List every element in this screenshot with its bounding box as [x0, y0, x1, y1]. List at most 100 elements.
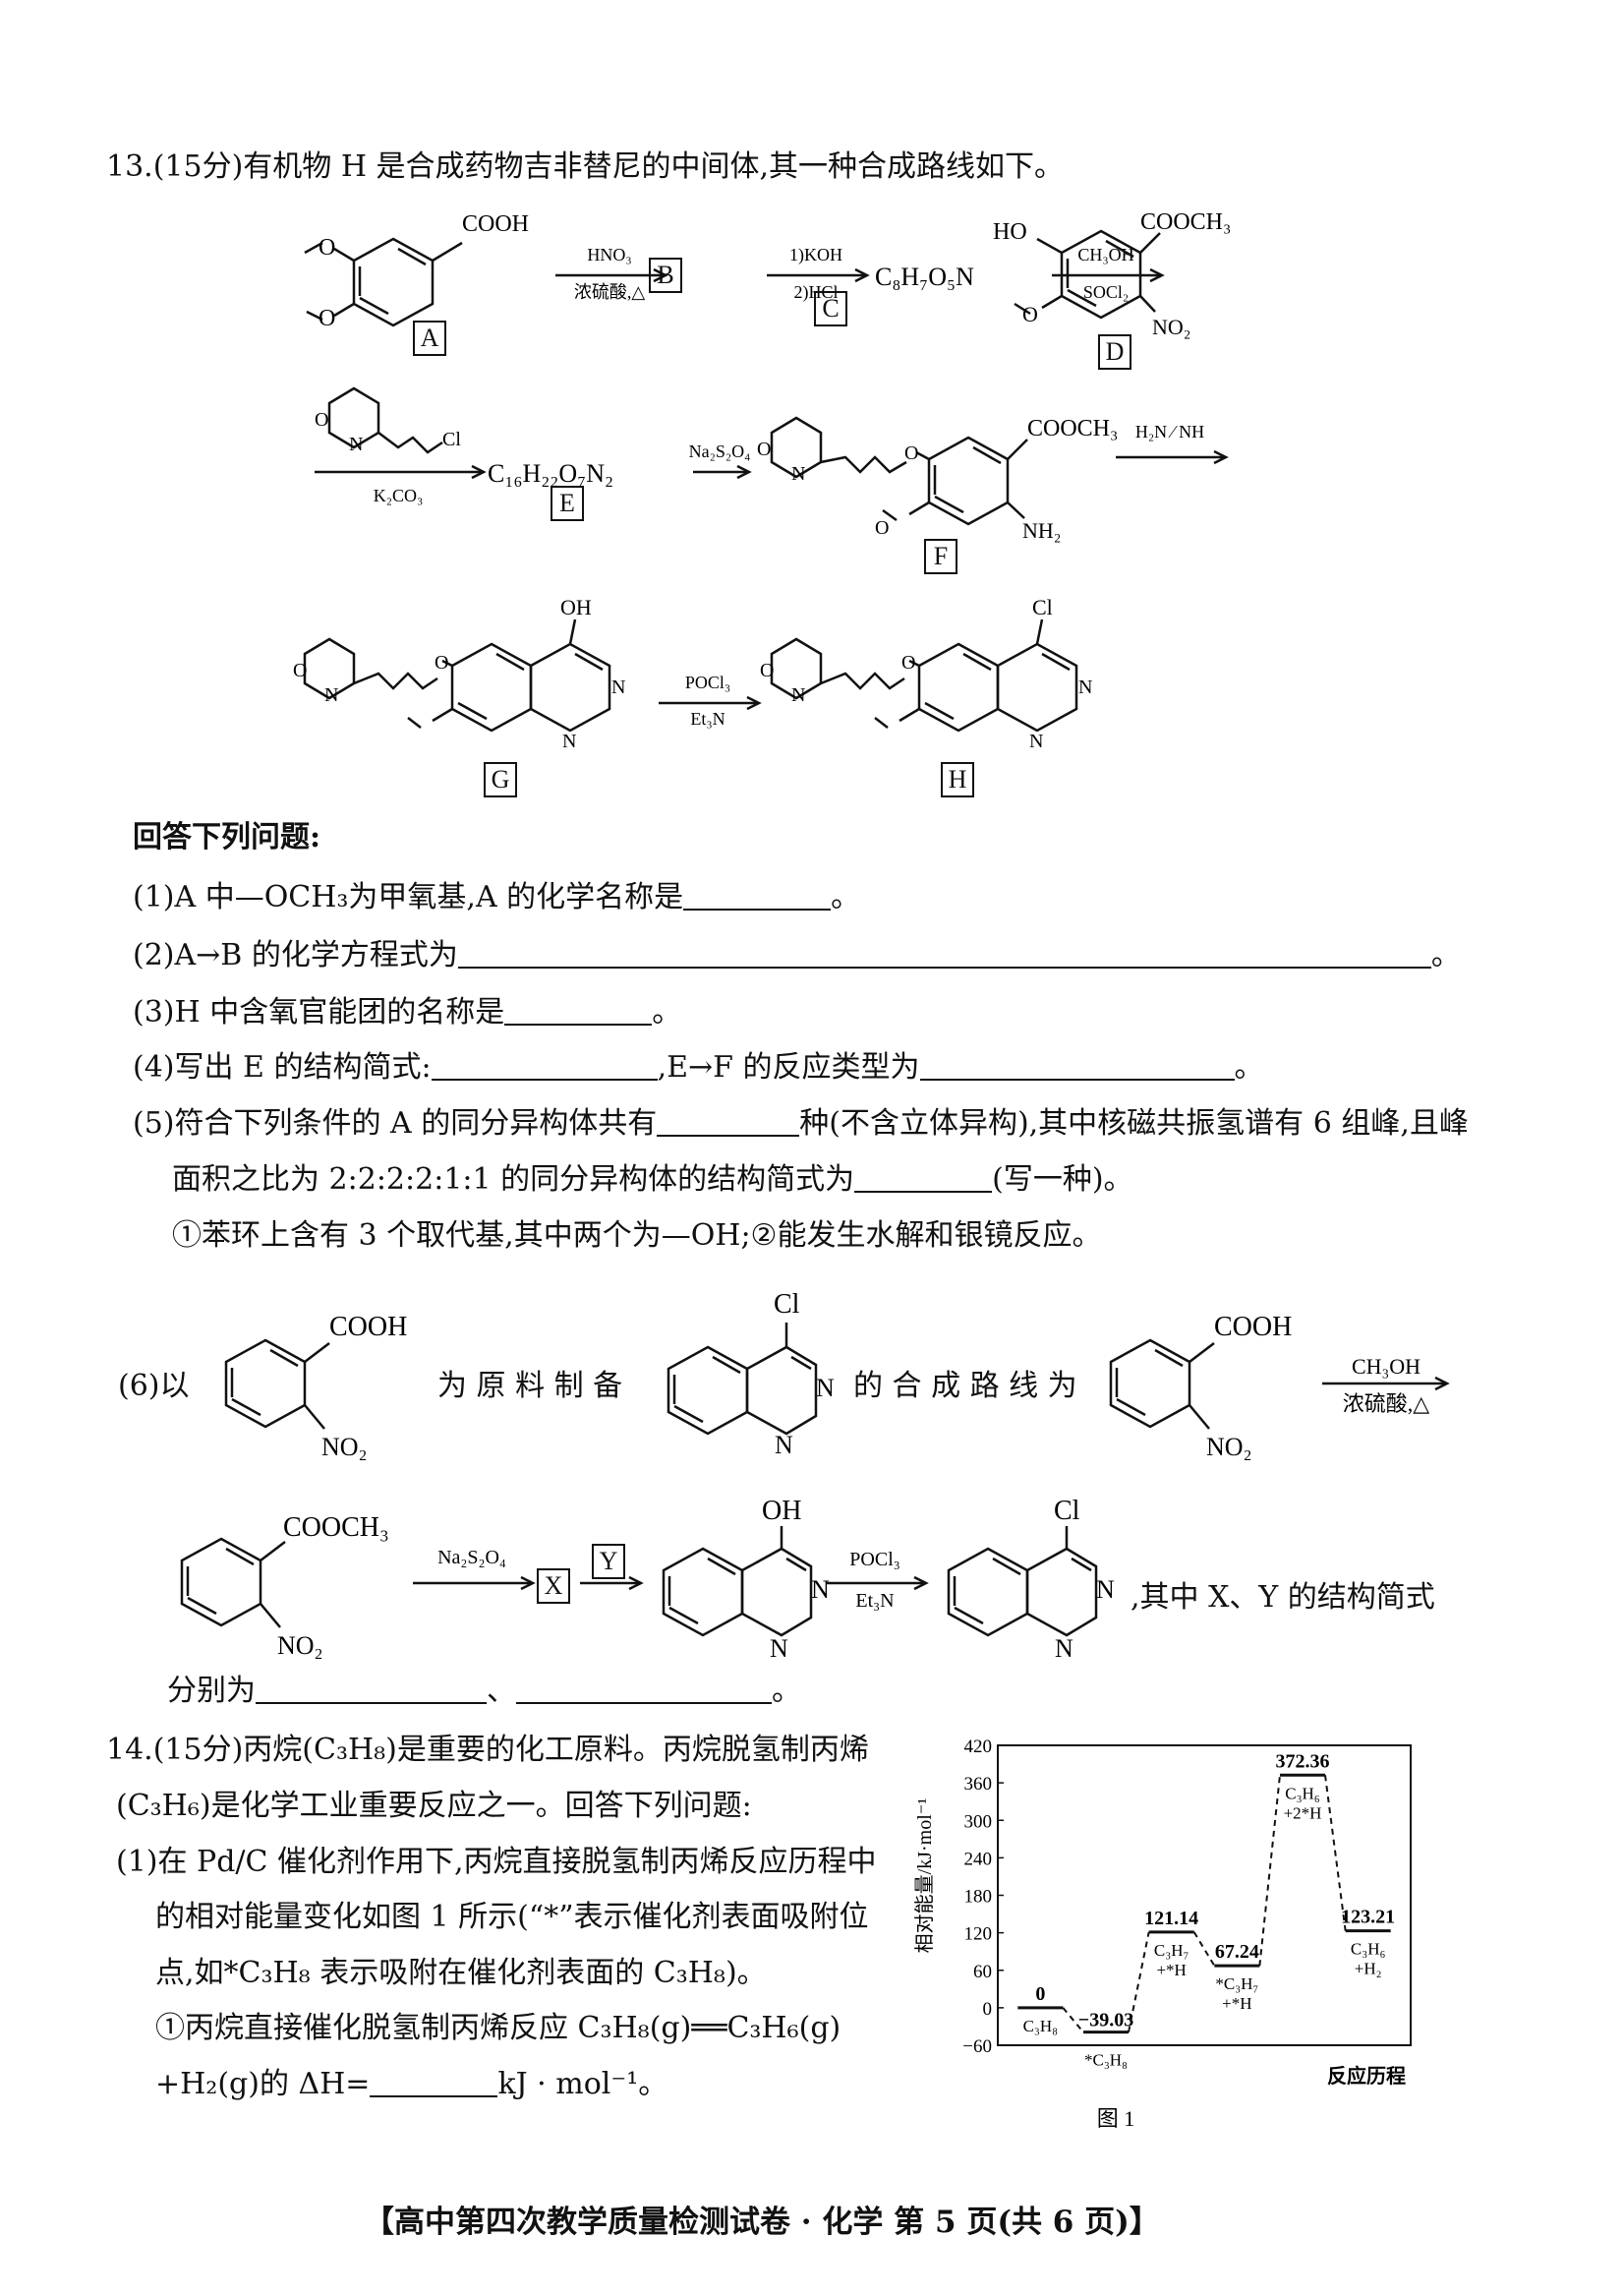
answer-blank[interactable] [854, 1161, 993, 1193]
q6e-text: 分别为 [167, 1674, 256, 1708]
atom-o: O [901, 652, 915, 674]
answer-blank-x[interactable] [256, 1673, 487, 1704]
atom-cl: Cl [774, 1289, 800, 1320]
period: 。 [772, 1674, 801, 1708]
q5d-text: (写一种)。 [992, 1162, 1133, 1197]
label-g: G [484, 762, 517, 797]
y-tick-label: 420 [964, 1737, 993, 1757]
species-label: +*H [1156, 1961, 1186, 1979]
y-tick-label: 120 [964, 1924, 993, 1945]
q3-text: (3)H 中含氧官能团的名称是 [133, 995, 505, 1030]
group-ho: HO [993, 219, 1027, 245]
q14-unit: kJ · mol⁻¹。 [497, 2067, 668, 2101]
chart-xlabel: 反应历程 [1327, 2064, 1406, 2088]
answer-blank-dh[interactable] [370, 2066, 498, 2097]
species-label: C₃H₆ [1285, 1784, 1320, 1802]
group-o: O [1022, 302, 1038, 326]
label-x: X [537, 1568, 570, 1604]
chart-caption: 图 1 [1097, 2106, 1135, 2131]
question-14-line-2: (C₃H₆)是化学工业重要反应之一。回答下列问题: [116, 1789, 752, 1823]
y-tick-label: 300 [964, 1811, 993, 1832]
group-nh2: NH₂ [1022, 518, 1061, 543]
question-13-3: (3)H 中含氧官能团的名称是。 [133, 993, 681, 1032]
group-o: O [319, 306, 335, 331]
reagent-koh: 1)KOH [789, 245, 842, 265]
atom-o: O [293, 660, 307, 681]
separator: 、 [487, 1674, 516, 1708]
answer-blank-y[interactable] [516, 1673, 772, 1704]
atom-o: O [315, 409, 328, 431]
atom-n: N [791, 463, 805, 485]
transition-connector [1128, 1931, 1150, 2032]
label-d: D [1098, 334, 1131, 370]
species-label: +*H [1222, 1994, 1251, 2013]
species-label: +H₂ [1355, 1960, 1382, 1978]
answer-blank[interactable] [919, 1049, 1235, 1081]
energy-value-label: 121.14 [1144, 1908, 1198, 1929]
scheme-q6-row-2: COOCH₃ NO₂ Na₂S₂O₄ OH N N POCl₃ Et₃N Cl … [180, 1496, 1115, 1663]
group-cooch3: COOCH₃ [1140, 209, 1231, 235]
question-13-2: (2)A→B 的化学方程式为。 [133, 936, 1461, 975]
energy-value-label: 123.21 [1341, 1907, 1395, 1928]
atom-n: N [1096, 1575, 1115, 1604]
y-tick-label: 180 [964, 1887, 993, 1908]
energy-value-label: 372.36 [1276, 1750, 1330, 1772]
question-13-5: (5)符合下列条件的 A 的同分异构体共有种(不含立体异构),其中核磁共振氢谱有… [133, 1104, 1469, 1144]
reagent-socl2: SOCl₂ [1083, 282, 1129, 302]
answer-blank[interactable] [504, 994, 653, 1026]
period: 。 [831, 880, 861, 914]
q5b-text: 种(不含立体异构),其中核磁共振氢谱有 6 组峰,且峰 [799, 1106, 1469, 1141]
atom-cl: Cl [1032, 595, 1053, 619]
reagent-na2s2o4: Na₂S₂O₄ [689, 442, 751, 461]
answer-blank[interactable] [657, 1105, 800, 1137]
reagent-pocl3: POCl₃ [849, 1549, 899, 1570]
answer-blank[interactable] [431, 1049, 658, 1081]
group-no2: NO₂ [277, 1631, 323, 1660]
text-synthesis-route: 的 合 成 路 线 为 [853, 1369, 1077, 1403]
atom-n: N [324, 684, 338, 706]
species-label: *C₃H₇ [1215, 1974, 1258, 1993]
answer-blank[interactable] [683, 879, 832, 911]
atom-o: O [904, 442, 918, 464]
y-tick-label: 0 [983, 1999, 993, 2020]
formula-e: C₁₆H₂₂O₇N₂ [488, 459, 613, 488]
group-o: O [319, 235, 335, 261]
question-13-5-cont: 面积之比为 2:2:2:2:1:1 的同分异构体的结构简式为 (写一种)。 [172, 1160, 1133, 1200]
label-y: Y [592, 1544, 625, 1579]
q4a-text: (4)写出 E 的结构简式: [133, 1050, 432, 1085]
question-13-title: 13.(15分)有机物 H 是合成药物吉非替尼的中间体,其一种合成路线如下。 [106, 149, 1065, 184]
q5c-text: 面积之比为 2:2:2:2:1:1 的同分异构体的结构简式为 [172, 1162, 855, 1197]
question-14-1-line-2: 的相对能量变化如图 1 所示(“*”表示催化剂表面吸附位 [155, 1900, 869, 1934]
question-13-6: (6)以 [118, 1369, 190, 1403]
transition-connector [1062, 2007, 1084, 2033]
species-label: C₃H₇ [1154, 1941, 1189, 1960]
question-13-6-answer: 分别为 、 。 [167, 1672, 801, 1711]
reagent-hno3: HNO₃ [587, 245, 631, 265]
label-a: A [413, 321, 446, 356]
label-e: E [551, 486, 584, 521]
atom-o: O [435, 652, 448, 674]
question-14-title: 14.(15分)丙烷(C₃H₈)是重要的化工原料。丙烷脱氢制丙烯 [106, 1733, 869, 1767]
period: 。 [1430, 938, 1461, 972]
question-14-1: (1)在 Pd/C 催化剂作用下,丙烷直接脱氢制丙烯反应历程中 [116, 1845, 877, 1879]
species-label: C₃H₆ [1351, 1940, 1386, 1959]
group-cooh: COOH [329, 1312, 407, 1342]
energy-value-label: 67.24 [1215, 1941, 1259, 1963]
answer-blank[interactable] [457, 937, 1431, 969]
label-h: H [941, 762, 974, 797]
formula-c: C₈H₇O₅N [875, 263, 974, 291]
question-14-1-line-3: 点,如*C₃H₈ 表示吸附在催化剂表面的 C₃H₈)。 [155, 1956, 767, 1990]
label-f: F [924, 539, 957, 574]
transition-connector [1324, 1775, 1347, 1931]
label-b: B [649, 258, 682, 293]
question-14-1-sub-1: ①丙烷直接催化脱氢制丙烯反应 C₃H₈(g)══C₃H₆(g) [155, 2011, 841, 2045]
atom-o: O [760, 660, 774, 681]
reagent-ch3oh: CH₃OH [1352, 1354, 1421, 1379]
group-cooch3: COOCH₃ [283, 1512, 389, 1543]
y-tick-label: 360 [964, 1774, 993, 1795]
q1-text: (1)A 中—OCH₃为甲氧基,A 的化学名称是 [133, 880, 684, 914]
scheme-row-2: N O Cl K₂CO₃ C₁₆H₂₂O₇N₂ Na₂S₂O₄ N O O CO… [315, 386, 1229, 543]
transition-connector [1258, 1775, 1281, 1967]
atom-n: N [775, 1431, 793, 1459]
